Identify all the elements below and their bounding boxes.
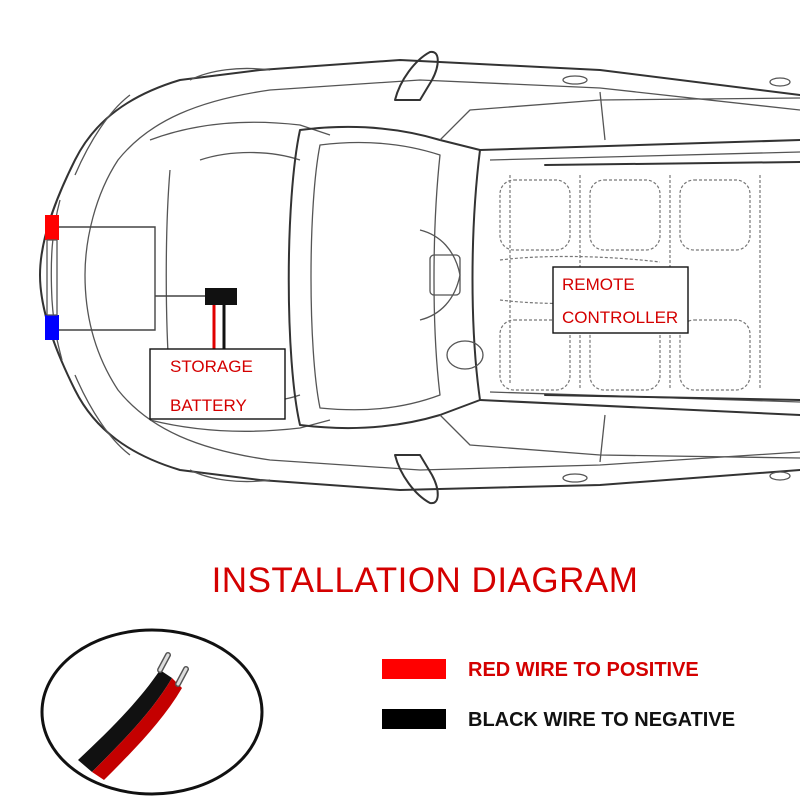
red-light — [45, 215, 59, 240]
svg-text:REMOTE: REMOTE — [562, 275, 635, 294]
cable-cross-section-icon — [40, 628, 264, 796]
storage-battery-label: STORAGE BATTERY — [149, 348, 286, 420]
car-top-view-icon — [39, 50, 800, 505]
legend-label-positive: RED WIRE TO POSITIVE — [468, 659, 699, 681]
legend-label-negative: BLACK WIRE TO NEGATIVE — [468, 709, 735, 731]
svg-text:CONTROLLER: CONTROLLER — [562, 308, 678, 327]
legend-item-negative: BLACK WIRE TO NEGATIVE — [382, 709, 735, 731]
remote-controller-label: REMOTE CONTROLLER — [552, 266, 689, 334]
legend-item-positive: RED WIRE TO POSITIVE — [382, 659, 699, 681]
blue-light — [45, 315, 59, 340]
legend-swatch-red — [382, 659, 446, 679]
svg-text:STORAGE: STORAGE — [170, 357, 253, 376]
svg-text:BATTERY: BATTERY — [170, 396, 247, 415]
interior-seats — [499, 175, 761, 391]
connector-icon — [205, 288, 237, 305]
legend-swatch-black — [382, 709, 446, 729]
legend: RED WIRE TO POSITIVE BLACK WIRE TO NEGAT… — [382, 659, 735, 731]
diagram-title: INSTALLATION DIAGRAM — [212, 561, 639, 600]
